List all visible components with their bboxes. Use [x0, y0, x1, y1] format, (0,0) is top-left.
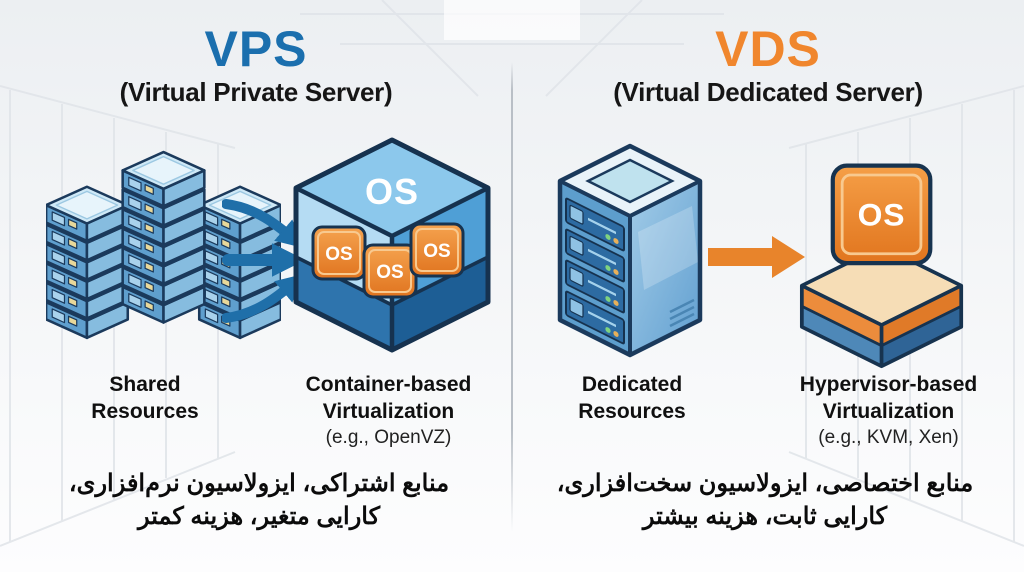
hypervisor-virtualization-label: Hypervisor-based Virtualization (e.g., K… — [776, 371, 1001, 451]
dedicated-server-icon — [552, 140, 708, 360]
container-os-badge: OS — [409, 222, 465, 278]
vds-summary-farsi: منابع اختصاصی، ایزولاسیون سخت‌افزاری، کا… — [556, 470, 974, 530]
guest-os-label: OS — [858, 197, 906, 233]
flow-arrow-icon — [708, 235, 808, 279]
center-divider — [511, 62, 513, 532]
guest-os-badge: OS — [830, 163, 933, 266]
dedicated-resources-label: Dedicated Resources — [578, 373, 686, 423]
container-os-label: OS — [325, 244, 352, 265]
vps-summary-farsi: منابع اشتراکی، ایزولاسیون نرم‌افزاری، کا… — [68, 470, 450, 530]
vds-subtitle: (Virtual Dedicated Server) — [613, 77, 923, 107]
container-os-label: OS — [423, 241, 450, 262]
vps-subtitle: (Virtual Private Server) — [119, 77, 393, 107]
container-os-badge: OS — [362, 243, 418, 299]
shared-resources-label: Shared Resources — [91, 373, 199, 423]
container-virtualization-label: Container-based Virtualization (e.g., Op… — [276, 371, 501, 451]
container-os-label: OS — [376, 262, 403, 283]
cube-host-os-label: OS — [365, 171, 419, 212]
openvz-example-label: (e.g., OpenVZ) — [325, 427, 452, 448]
kvm-xen-example-label: (e.g., KVM, Xen) — [818, 427, 959, 448]
hypervisor-stack-icon: OS — [795, 145, 969, 370]
vps-title: VPS — [204, 21, 308, 77]
container-os-badge: OS — [311, 225, 367, 281]
flow-arrows-icon — [222, 188, 317, 336]
container-cube-icon: OS OS OS OS — [288, 136, 496, 368]
vds-title: VDS — [715, 21, 821, 77]
